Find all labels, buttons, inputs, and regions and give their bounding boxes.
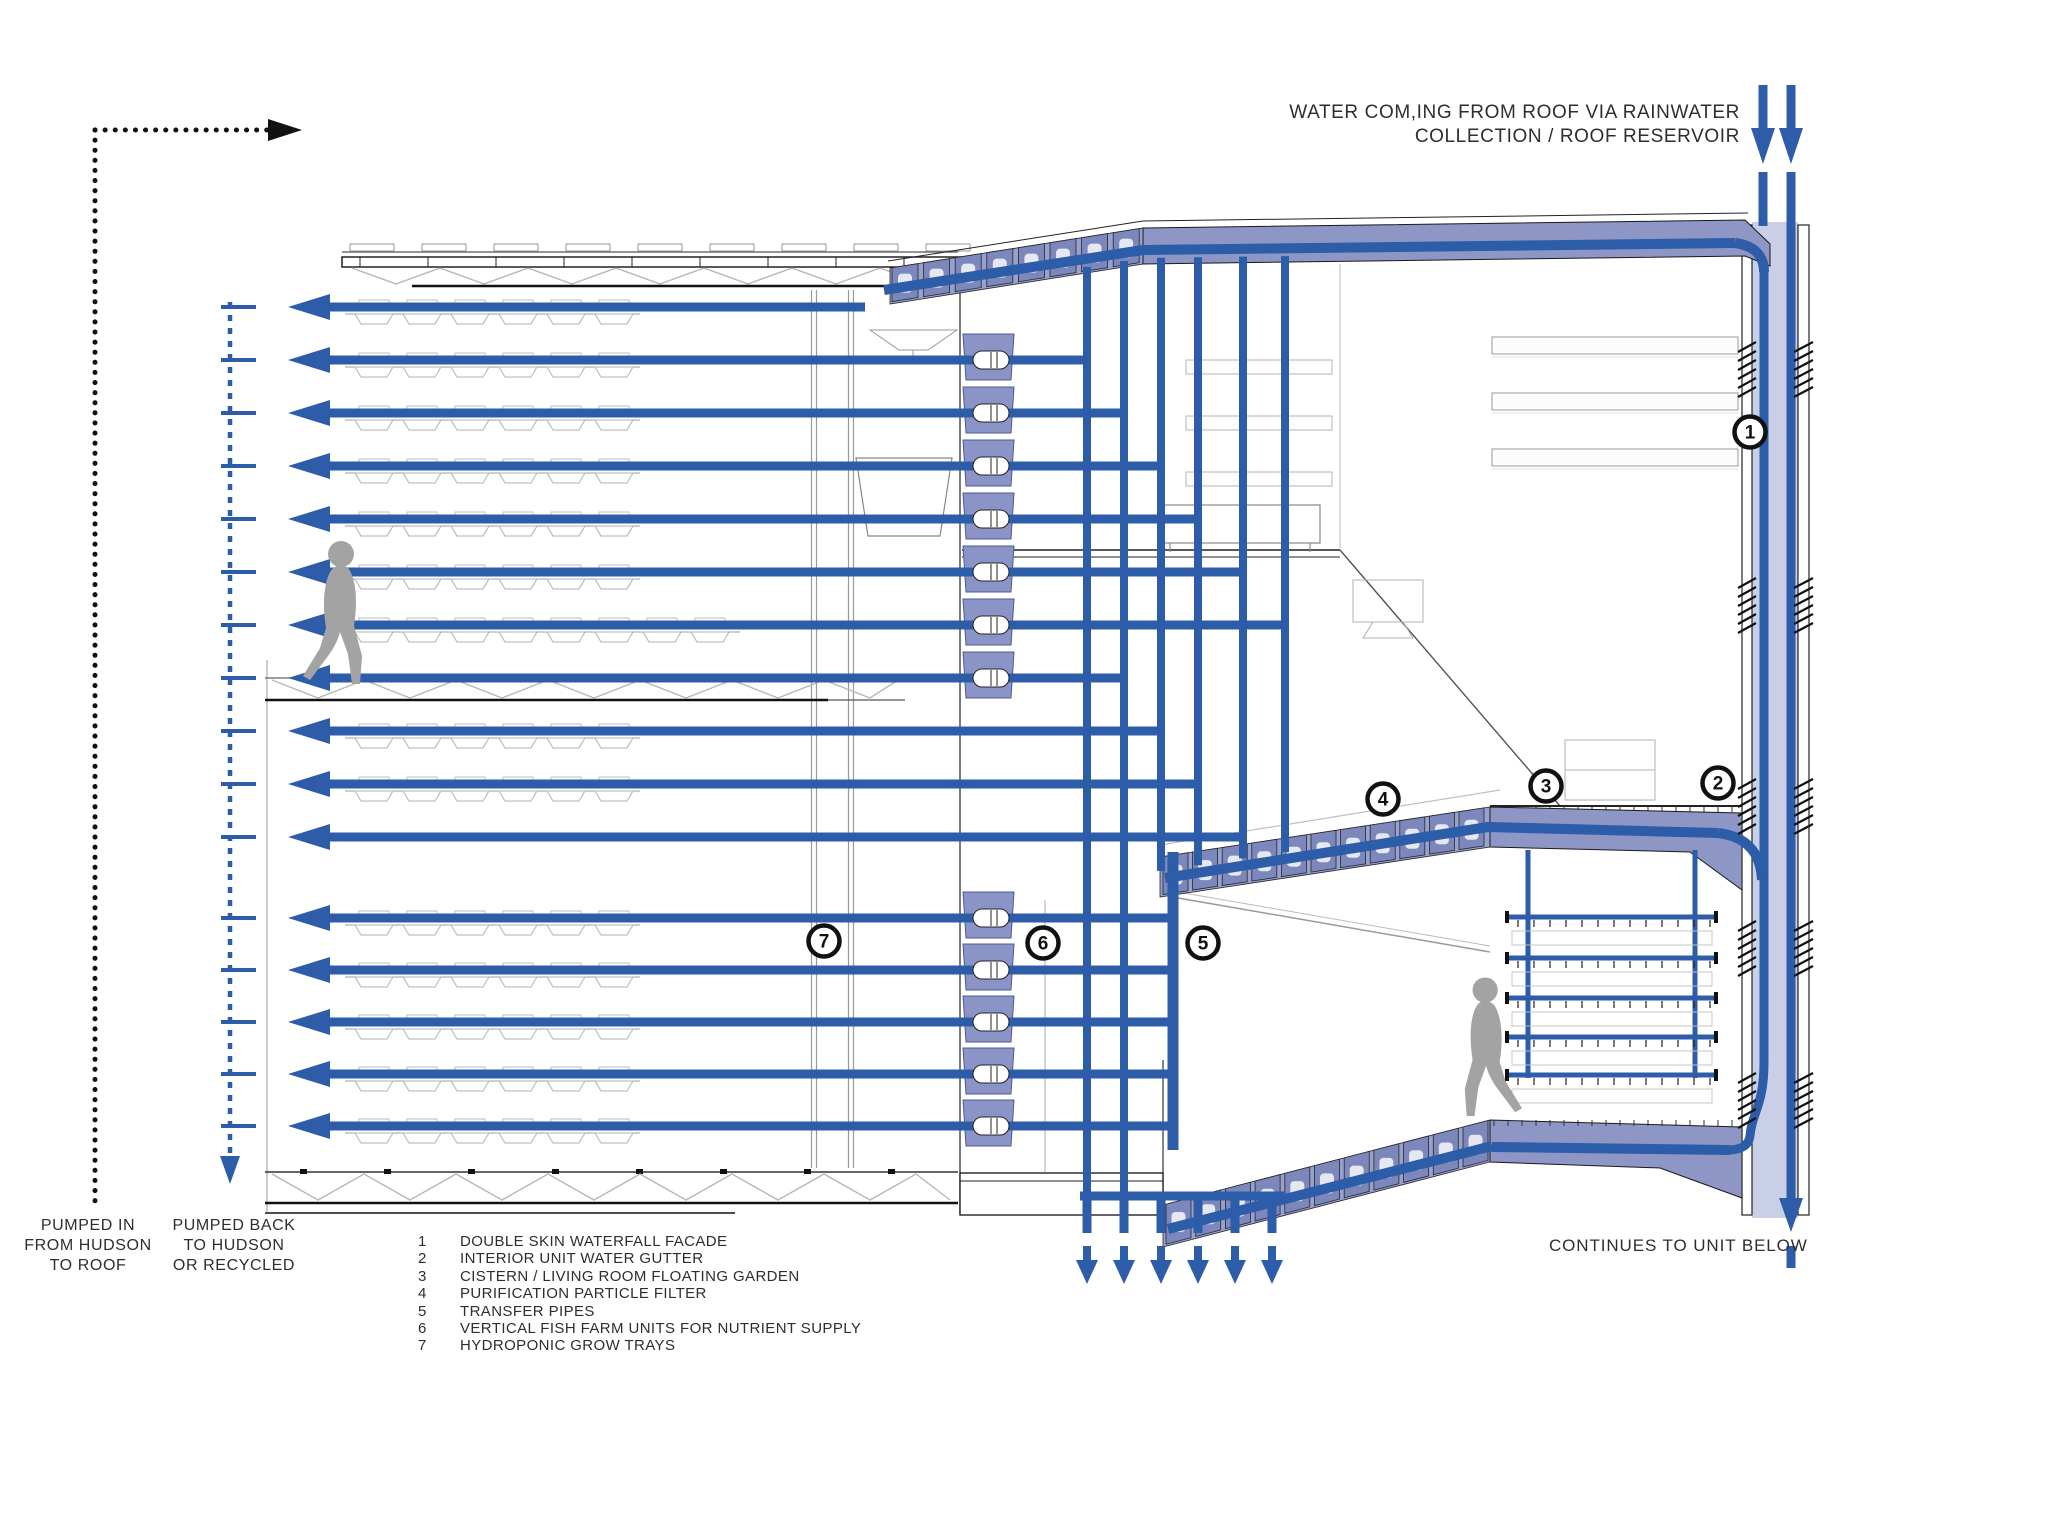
continues-below-label: CONTINUES TO UNIT BELOW — [1549, 1236, 1808, 1255]
callout-number: 1 — [1745, 423, 1756, 444]
pumped-back-line2: TO HUDSON — [183, 1237, 285, 1254]
legend-item-number: 3 — [418, 1267, 427, 1285]
callout-6: 6 — [1025, 925, 1061, 961]
legend-item: 4 PURIFICATION PARTICLE FILTER — [418, 1285, 861, 1302]
person-upper — [303, 541, 362, 684]
pumped-in-label: PUMPED IN FROM HUDSON TO ROOF — [8, 1216, 168, 1276]
legend-item-number: 1 — [418, 1233, 427, 1250]
legend-item-number: 4 — [418, 1285, 427, 1303]
callout-number: 2 — [1713, 774, 1724, 795]
callout-number: 4 — [1378, 790, 1389, 811]
callout-number: 7 — [819, 932, 830, 953]
callout-3: 3 — [1528, 768, 1564, 804]
pumped-back-line1: PUMPED BACK — [172, 1217, 296, 1234]
pumped-back-label: PUMPED BACK TO HUDSON OR RECYCLED — [153, 1216, 315, 1276]
legend-item: 7 HYDROPONIC GROW TRAYS — [418, 1337, 861, 1354]
callout-number: 3 — [1541, 777, 1552, 798]
callout-5: 5 — [1185, 925, 1221, 961]
person-lower — [1464, 977, 1523, 1117]
legend-item: 3 CISTERN / LIVING ROOM FLOATING GARDEN — [418, 1268, 861, 1285]
legend-item-number: 2 — [418, 1250, 427, 1268]
callout-number: 5 — [1198, 934, 1209, 955]
callout-7: 7 — [806, 923, 842, 959]
legend-item-text: PURIFICATION PARTICLE FILTER — [460, 1285, 707, 1303]
callout-1: 1 — [1732, 414, 1768, 450]
legend-item: 5 TRANSFER PIPES — [418, 1303, 861, 1320]
pumped-back-line3: OR RECYCLED — [172, 1257, 296, 1274]
pumped-in-line2: FROM HUDSON — [24, 1237, 152, 1254]
callout-4: 4 — [1365, 781, 1401, 817]
legend: 1 DOUBLE SKIN WATERFALL FACADE 2 INTERIOR U… — [418, 1233, 861, 1355]
legend-item: 2 INTERIOR UNIT WATER GUTTER — [418, 1250, 861, 1267]
rainwater-title-line2: COLLECTION / ROOF RESERVOIR — [1414, 126, 1740, 147]
legend-item: 6 VERTICAL FISH FARM UNITS FOR NUTRIENT S… — [418, 1320, 861, 1337]
legend-item-text: DOUBLE SKIN WATERFALL FACADE — [460, 1233, 728, 1250]
legend-item-text: CISTERN / LIVING ROOM FLOATING GARDEN — [460, 1267, 800, 1285]
legend-item-number: 7 — [418, 1337, 427, 1355]
pumped-in-line3: TO ROOF — [49, 1257, 127, 1274]
legend-item-text: TRANSFER PIPES — [460, 1302, 595, 1320]
legend-item-text: HYDROPONIC GROW TRAYS — [460, 1337, 676, 1355]
rainwater-title: WATER COM,ING FROM ROOF VIA RAINWATER CO… — [1289, 101, 1740, 149]
rainwater-title-line1: WATER COM,ING FROM ROOF VIA RAINWATER — [1289, 102, 1740, 123]
legend-item-number: 6 — [418, 1320, 427, 1338]
legend-item-number: 5 — [418, 1302, 427, 1320]
pumped-in-line1: PUMPED IN — [40, 1217, 136, 1234]
callout-number: 6 — [1038, 934, 1049, 955]
legend-item-text: INTERIOR UNIT WATER GUTTER — [460, 1250, 704, 1268]
legend-item-text: VERTICAL FISH FARM UNITS FOR NUTRIENT SU… — [460, 1320, 862, 1338]
legend-item: 1 DOUBLE SKIN WATERFALL FACADE — [418, 1233, 861, 1250]
callout-2: 2 — [1700, 765, 1736, 801]
